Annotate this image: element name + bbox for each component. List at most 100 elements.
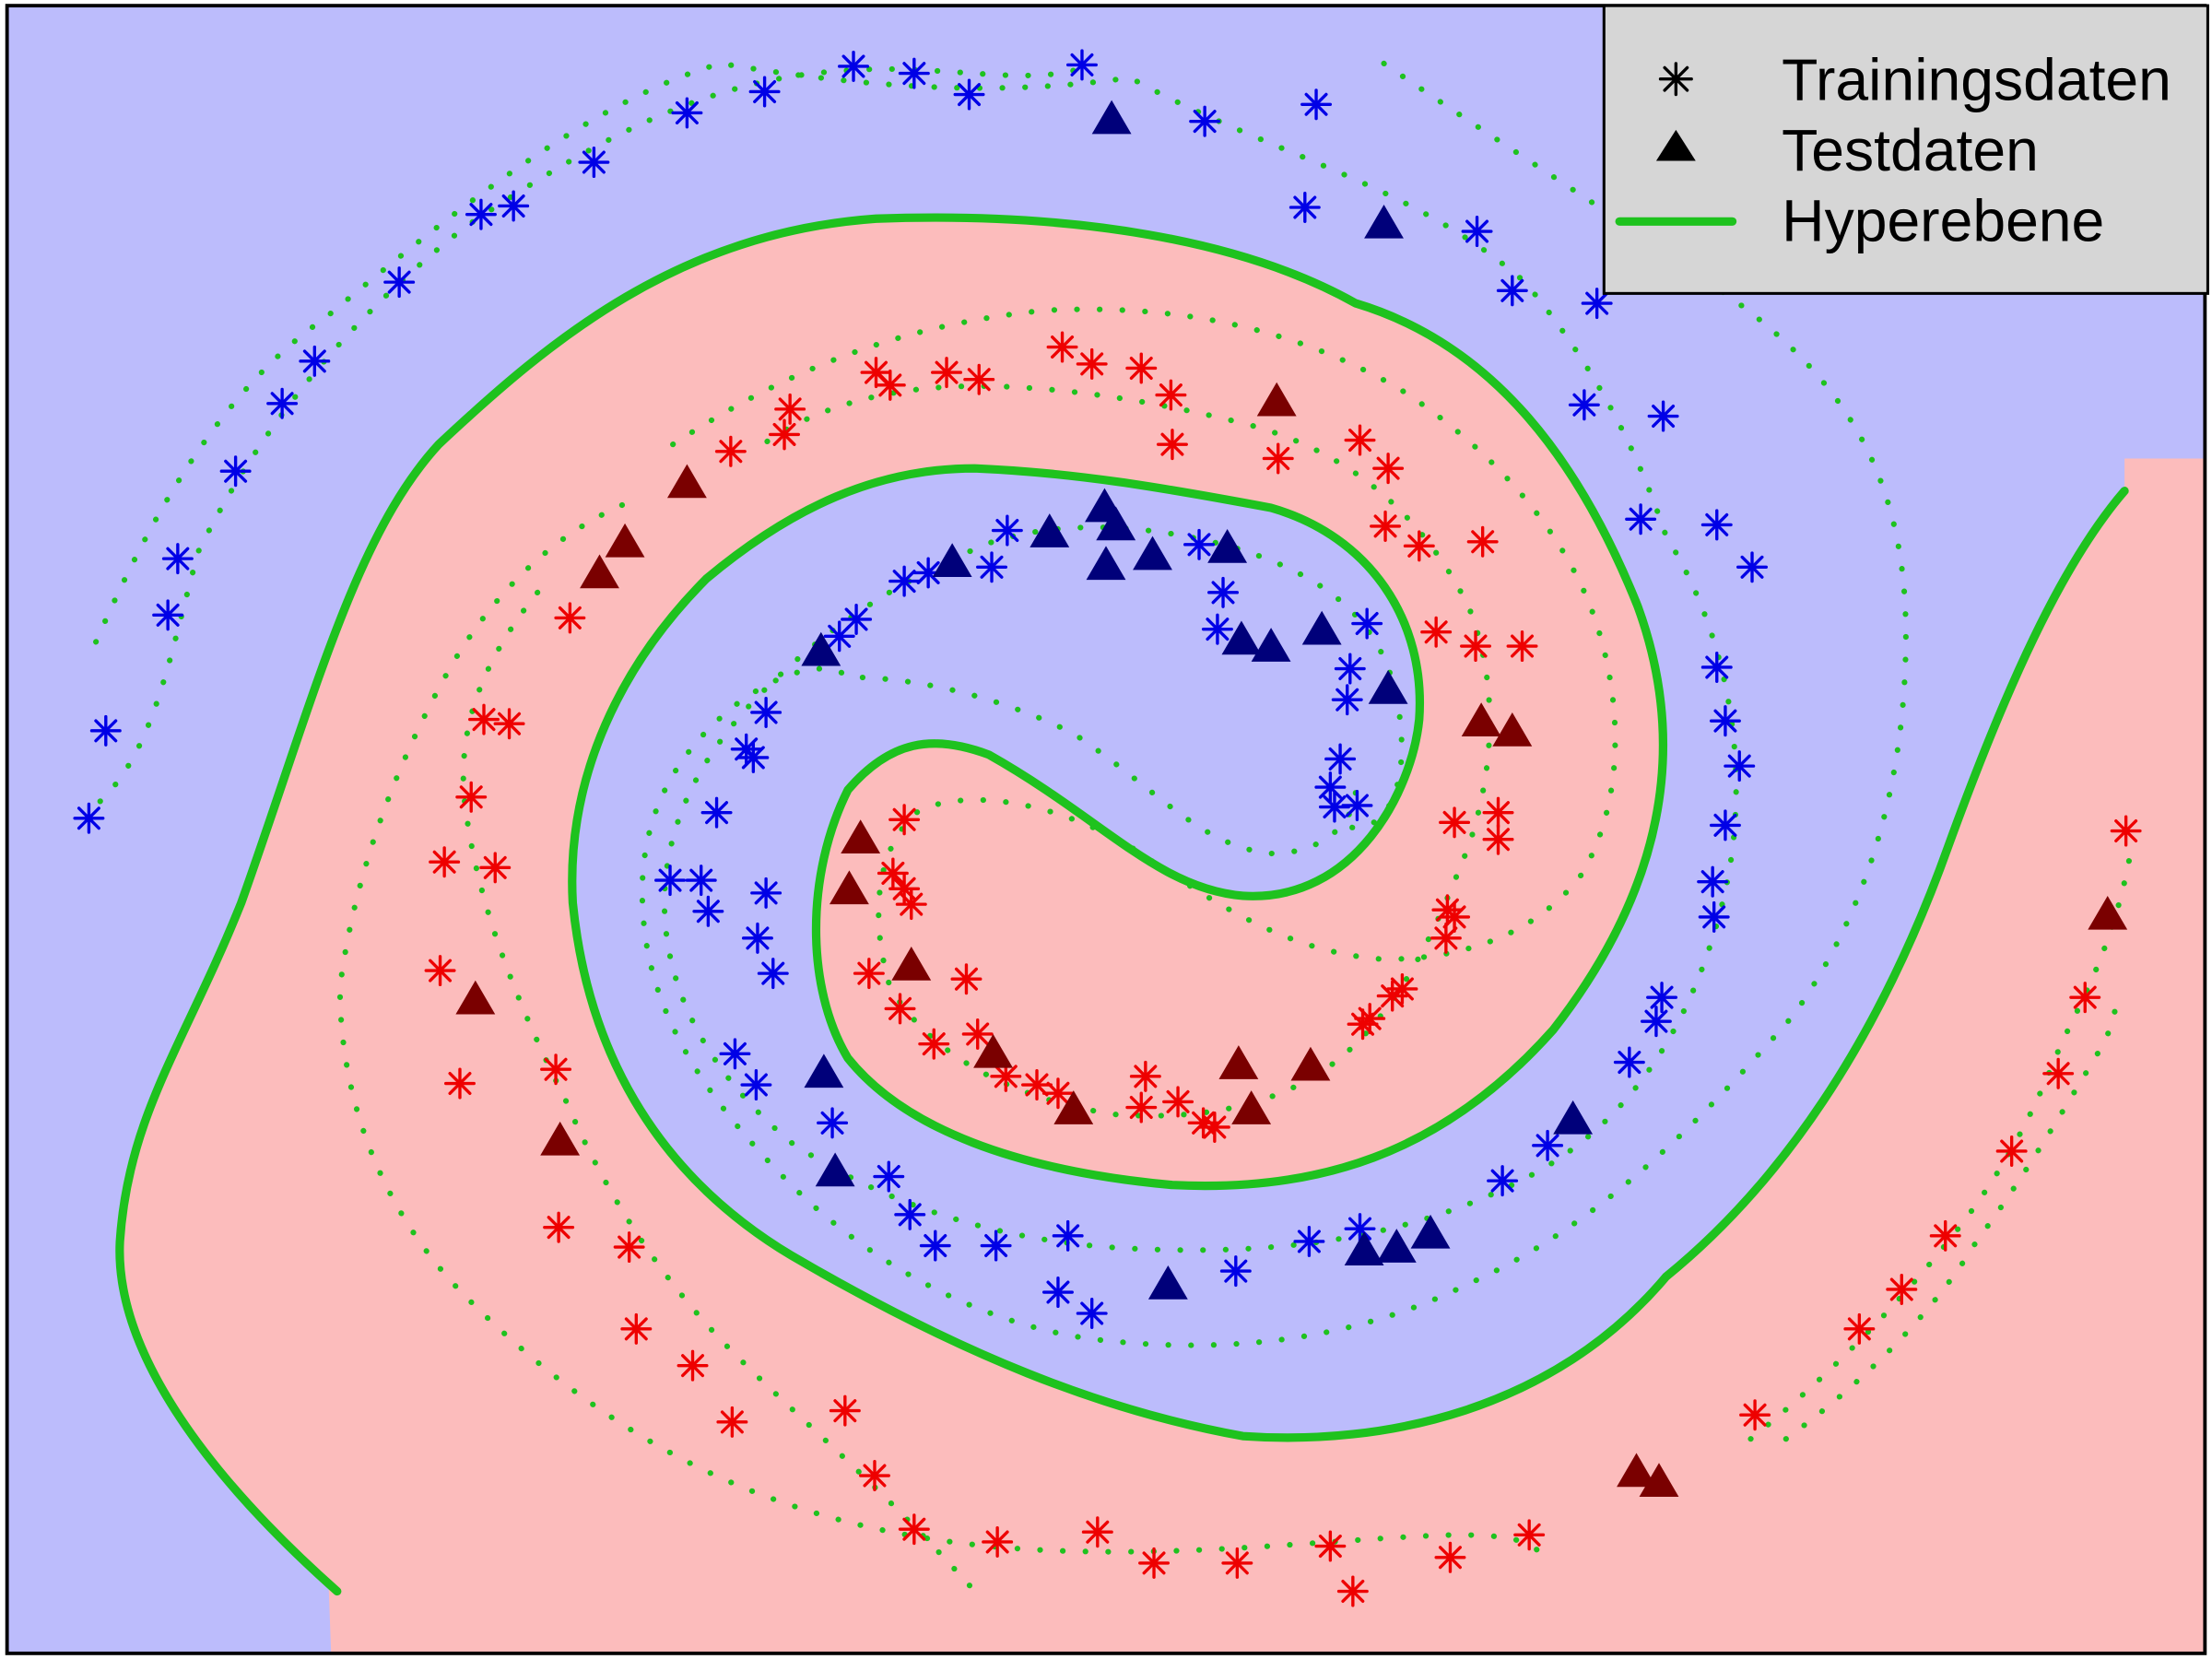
test-point-red-14 xyxy=(1461,702,1501,736)
training-point-red-10 xyxy=(613,1231,645,1264)
training-point-blue-54 xyxy=(654,865,687,897)
hyperplane-line xyxy=(115,213,2129,1596)
training-point-red-29 xyxy=(1995,1135,2028,1167)
training-point-red-23 xyxy=(1434,1541,1466,1573)
training-point-blue-16 xyxy=(1065,49,1098,81)
training-point-red-70 xyxy=(884,993,916,1025)
training-point-blue-35 xyxy=(1640,1006,1672,1038)
test-point-red-17 xyxy=(1639,1463,1679,1497)
training-point-red-69 xyxy=(950,963,982,995)
training-point-red-40 xyxy=(1046,331,1078,363)
legend-box xyxy=(1602,4,2209,295)
training-point-blue-27 xyxy=(1736,551,1769,583)
training-point-blue-28 xyxy=(1700,651,1733,683)
training-point-blue-7 xyxy=(383,266,416,299)
training-point-blue-73 xyxy=(1314,771,1347,804)
training-point-blue-64 xyxy=(976,551,1008,583)
training-point-red-41 xyxy=(1076,347,1108,380)
test-point-red-11 xyxy=(1218,1045,1259,1079)
training-point-blue-6 xyxy=(299,345,331,377)
training-point-blue-20 xyxy=(1461,216,1493,248)
training-point-red-34 xyxy=(769,418,801,451)
training-point-blue-30 xyxy=(1724,750,1756,782)
training-point-blue-23 xyxy=(1568,389,1600,421)
training-point-blue-26 xyxy=(1700,509,1733,541)
test-point-red-8 xyxy=(891,947,932,981)
hyperplane-outer xyxy=(115,213,2129,1596)
training-point-blue-62 xyxy=(888,565,921,597)
training-point-red-9 xyxy=(543,1211,575,1243)
training-point-red-45 xyxy=(1262,442,1294,475)
training-point-red-59 xyxy=(1430,922,1462,954)
legend: Trainingsdaten Testdaten Hyperebene xyxy=(1602,4,2209,295)
training-point-blue-15 xyxy=(953,78,985,111)
training-point-blue-61 xyxy=(841,603,873,635)
test-point-blue-6 xyxy=(1096,506,1136,541)
training-point-red-4 xyxy=(429,846,461,878)
training-point-blue-29 xyxy=(1709,705,1741,737)
training-point-red-35 xyxy=(774,393,806,425)
training-point-red-27 xyxy=(1886,1273,1918,1305)
training-point-red-8 xyxy=(540,1053,572,1086)
training-point-blue-50 xyxy=(757,958,789,990)
training-point-red-64 xyxy=(888,804,921,836)
training-point-red-20 xyxy=(1221,1547,1253,1579)
training-point-blue-33 xyxy=(1698,900,1730,933)
test-point-blue-17 xyxy=(1344,1231,1384,1265)
training-point-red-38 xyxy=(931,357,963,389)
training-point-red-74 xyxy=(1021,1069,1053,1101)
legend-asterisk-symbol xyxy=(1658,62,1693,97)
test-point-red-16 xyxy=(1617,1453,1656,1488)
training-point-blue-76 xyxy=(1041,1277,1074,1309)
training-point-red-37 xyxy=(874,369,906,401)
training-point-red-75 xyxy=(1041,1077,1074,1110)
training-point-blue-32 xyxy=(1697,865,1729,898)
training-point-blue-66 xyxy=(1183,528,1216,560)
data-markers xyxy=(73,49,2142,1607)
training-point-red-79 xyxy=(1187,1107,1219,1139)
training-point-red-56 xyxy=(1482,823,1514,855)
training-point-blue-40 xyxy=(1293,1225,1325,1257)
training-point-red-61 xyxy=(1376,980,1408,1012)
test-point-blue-3 xyxy=(932,543,972,578)
test-point-red-5 xyxy=(540,1121,581,1156)
legend-label-testdaten: Testdaten xyxy=(1782,117,2039,183)
test-point-blue-20 xyxy=(1553,1100,1594,1135)
plot-frame xyxy=(5,4,2207,1655)
test-point-blue-2 xyxy=(801,631,841,666)
training-point-blue-14 xyxy=(898,57,930,89)
training-point-blue-44 xyxy=(919,1230,951,1262)
training-point-blue-38 xyxy=(1487,1165,1519,1197)
test-point-blue-10 xyxy=(1221,620,1262,655)
legend-label-trainingsdaten: Trainingsdaten xyxy=(1782,47,2171,113)
training-point-blue-13 xyxy=(838,50,870,82)
training-point-blue-58 xyxy=(737,741,770,773)
training-point-blue-65 xyxy=(991,514,1023,547)
training-point-red-11 xyxy=(620,1312,653,1345)
training-point-blue-70 xyxy=(1334,653,1366,685)
test-point-blue-14 xyxy=(804,1053,844,1088)
training-point-blue-77 xyxy=(1076,1298,1108,1329)
red-class-region xyxy=(119,218,2206,1653)
training-point-red-19 xyxy=(1138,1547,1171,1579)
training-point-blue-43 xyxy=(980,1230,1012,1262)
training-point-blue-11 xyxy=(671,97,703,129)
training-point-red-72 xyxy=(961,1018,994,1050)
legend-triangle-symbol xyxy=(1655,129,1696,161)
test-point-blue-18 xyxy=(1376,1229,1417,1263)
training-point-blue-47 xyxy=(817,1107,849,1139)
training-point-red-30 xyxy=(2042,1057,2075,1089)
training-point-red-55 xyxy=(1482,796,1514,829)
test-point-red-15 xyxy=(1492,712,1533,747)
training-point-blue-51 xyxy=(741,922,773,954)
training-point-red-0 xyxy=(554,602,586,634)
training-point-red-51 xyxy=(1420,616,1453,648)
training-point-red-26 xyxy=(1843,1312,1876,1345)
training-point-red-68 xyxy=(853,958,885,990)
training-point-blue-25 xyxy=(1625,503,1657,535)
training-point-blue-37 xyxy=(1532,1129,1564,1161)
training-point-red-77 xyxy=(1125,1091,1158,1124)
training-point-red-65 xyxy=(877,857,909,889)
training-point-blue-55 xyxy=(685,865,717,897)
test-point-blue-19 xyxy=(1410,1214,1451,1249)
